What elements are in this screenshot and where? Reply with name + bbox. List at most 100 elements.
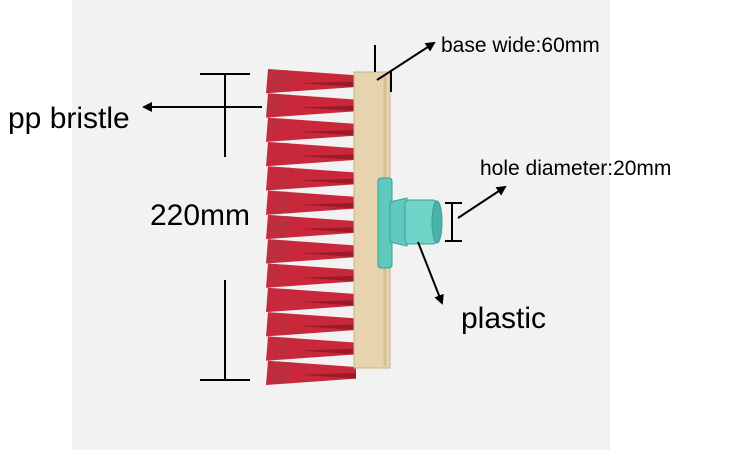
hole-arrow: [457, 185, 507, 219]
bristle-fiber: [267, 166, 291, 169]
bristle-fiber: [267, 235, 291, 238]
bristle-fiber: [267, 369, 291, 372]
plastic-handle-connector: [377, 177, 443, 269]
bristle-tuft: [266, 166, 356, 191]
bristle-fiber: [267, 69, 291, 72]
base-width-label: base wide:60mm: [441, 34, 600, 57]
bristle-shadow: [300, 202, 356, 209]
bristle-fiber: [267, 349, 291, 352]
bristle-fiber: [267, 191, 291, 194]
bristle-fiber: [267, 259, 291, 262]
dimension-lines: [142, 41, 507, 381]
bristle-fiber: [267, 268, 291, 271]
bristle-tuft: [266, 239, 356, 264]
bristle-fiber: [267, 207, 291, 210]
bristle-fiber: [267, 255, 291, 258]
length-label: 220mm: [150, 199, 251, 232]
bristle-fiber: [267, 263, 291, 266]
bristle-fiber: [267, 178, 291, 181]
hole-diameter-label: hole diameter:20mm: [480, 157, 672, 180]
bristle-fiber: [267, 182, 291, 185]
bristle-fiber: [267, 377, 291, 380]
bristle-fiber: [267, 300, 291, 303]
bristle-fiber: [267, 118, 291, 121]
bristle-shadow: [300, 81, 356, 87]
bristle-fiber: [267, 344, 291, 347]
bristle-fiber: [267, 284, 291, 287]
bristle-label: pp bristle: [8, 102, 130, 135]
bristle-fiber: [267, 239, 291, 242]
bristle-fiber: [267, 97, 291, 100]
bristle-shadow: [300, 129, 356, 136]
bristle-fiber: [267, 247, 291, 250]
bristle-fiber: [267, 114, 291, 117]
bristle-fiber: [267, 146, 291, 149]
bristle-fiber: [267, 332, 291, 335]
bristle-fiber: [267, 381, 291, 384]
base-width-arrow: [376, 41, 436, 81]
bristle-tuft: [266, 287, 356, 313]
connector-hole: [431, 200, 443, 244]
bristle-fiber: [267, 251, 291, 254]
bristle-fiber: [267, 316, 291, 319]
bristle-fiber: [267, 219, 291, 222]
bristle-fiber: [267, 138, 291, 141]
bristle-fiber: [267, 336, 291, 339]
bristle-fiber: [267, 324, 291, 327]
connector-neck: [389, 197, 408, 247]
bristle-shadow: [300, 324, 356, 331]
bristle-fiber: [267, 231, 291, 234]
bristle-fiber: [267, 162, 291, 165]
bristle-fiber: [267, 203, 291, 206]
bristle-shadow: [300, 373, 356, 379]
bristle-fiber: [267, 312, 291, 315]
bristle-tuft: [266, 336, 356, 361]
bristle-fiber: [267, 93, 291, 96]
bristle-shadow: [300, 251, 356, 258]
bristle-fiber: [267, 215, 291, 218]
bristle-fiber: [267, 308, 291, 311]
bristle-fiber: [267, 223, 291, 226]
bristle-fiber: [267, 130, 291, 133]
bristle-fiber: [267, 89, 291, 92]
bristle-tuft: [266, 141, 356, 167]
bristle-tuft: [266, 312, 356, 337]
bristle-shadow: [300, 300, 356, 306]
bristle-tuft: [266, 214, 356, 240]
bristle-shadow: [300, 348, 356, 355]
bristle-shadow: [300, 227, 356, 233]
bristle-fiber: [267, 170, 291, 173]
bristle-fiber: [267, 227, 291, 230]
bristle-fiber: [267, 243, 291, 246]
bristle-fiber: [267, 186, 291, 189]
bristle-tufts: [266, 69, 356, 385]
bristle-tuft: [266, 93, 356, 118]
bristle-fiber: [267, 142, 291, 145]
bristle-fiber: [267, 110, 291, 113]
bristle-fiber: [267, 77, 291, 80]
bristle-fiber: [267, 361, 291, 364]
bristle-fiber: [267, 199, 291, 202]
bristle-fiber: [267, 134, 291, 137]
bristle-fiber: [267, 365, 291, 368]
bristle-fiber: [267, 150, 291, 153]
bristle-fiber: [267, 320, 291, 323]
bristle-fiber: [267, 81, 291, 84]
bristle-fiber: [267, 158, 291, 161]
bristle-tuft: [266, 190, 356, 215]
bristle-fiber: [267, 280, 291, 283]
bristle-fiber: [267, 101, 291, 104]
bristle-fiber: [267, 288, 291, 291]
bristle-fiber: [267, 122, 291, 125]
bristle-fiber: [267, 304, 291, 307]
bristle-shadow: [300, 154, 356, 160]
bristle-fiber: [267, 105, 291, 108]
bristle-fiber: [267, 357, 291, 360]
bristle-fiber: [267, 211, 291, 214]
bristle-fiber: [267, 85, 291, 88]
bristle-tuft: [266, 360, 356, 385]
bristle-shadow: [300, 178, 356, 185]
bristle-fiber: [267, 174, 291, 177]
